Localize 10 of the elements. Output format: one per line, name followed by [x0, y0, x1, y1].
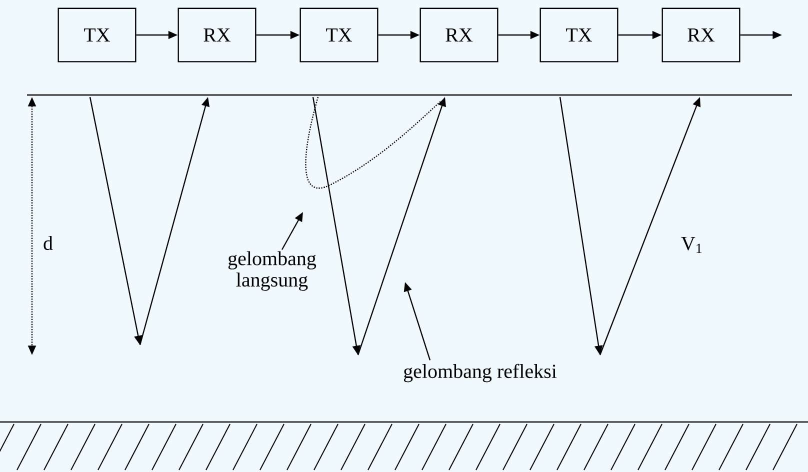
callout-text: gelombang refleksi: [404, 364, 557, 382]
rx-box: RX: [420, 8, 498, 62]
velocity-label: V$_{1}$: [681, 237, 702, 253]
tx-box: TX: [540, 8, 618, 62]
rx-box: RX: [178, 8, 256, 62]
tx-box: TX: [300, 8, 378, 62]
callout-text: gelombang langsung: [228, 251, 316, 291]
dimension-label: d: [44, 236, 53, 250]
rx-box: RX: [662, 8, 740, 62]
tx-box: TX: [58, 8, 136, 62]
